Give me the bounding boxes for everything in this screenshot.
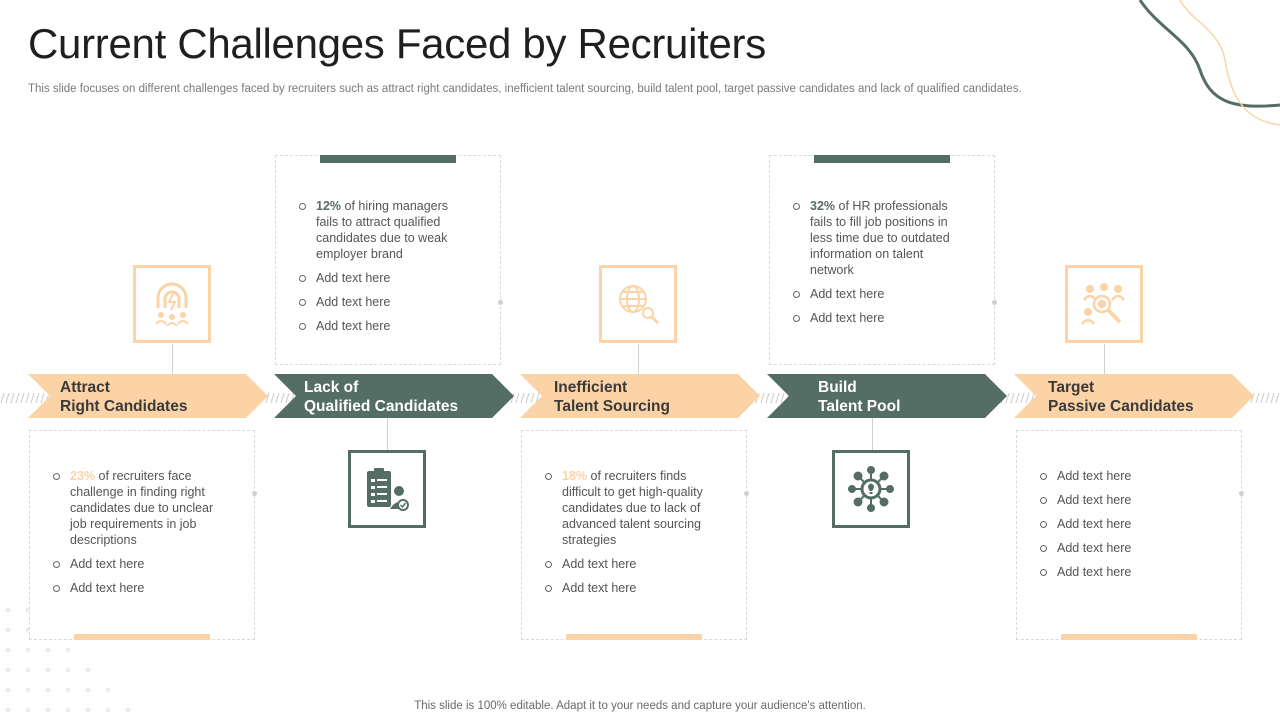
card-dot bbox=[992, 300, 997, 305]
globe-search-icon bbox=[619, 285, 660, 325]
card-dot bbox=[1239, 491, 1244, 496]
list-item: Add text here bbox=[52, 580, 232, 596]
card-dot bbox=[498, 300, 503, 305]
card-accent-bar bbox=[320, 155, 456, 163]
card-target-passive-candidates: Add text here Add text here Add text her… bbox=[1016, 430, 1244, 640]
icon-box-lack bbox=[348, 450, 426, 528]
connector-line bbox=[872, 418, 873, 450]
icon-box-sourcing bbox=[599, 265, 677, 343]
arrow-lack bbox=[274, 374, 514, 418]
decorative-corner-curves bbox=[1138, 0, 1280, 126]
card-build-talent-pool: 32% of HR professionals fails to fill jo… bbox=[769, 155, 997, 365]
list-item: Add text here bbox=[52, 556, 232, 572]
connector-line bbox=[387, 418, 388, 450]
footer-note: This slide is 100% editable. Adapt it to… bbox=[414, 700, 866, 712]
process-arrows bbox=[28, 374, 1254, 418]
list-item: Add text here bbox=[544, 580, 724, 596]
list-item: Add text here bbox=[1039, 468, 1219, 484]
icon-box-attract bbox=[133, 265, 211, 343]
checklist-person-icon bbox=[367, 468, 409, 511]
list-item: 18% of recruiters finds difficult to get… bbox=[544, 468, 724, 548]
connector-line bbox=[172, 344, 173, 374]
connector-line bbox=[638, 344, 639, 374]
card-accent-bar bbox=[814, 155, 950, 163]
list-item: Add text here bbox=[1039, 516, 1219, 532]
icon-box-passive bbox=[1065, 265, 1143, 343]
list-item: Add text here bbox=[298, 270, 468, 286]
list-item: Add text here bbox=[1039, 540, 1219, 556]
list-item: Add text here bbox=[792, 310, 962, 326]
card-accent-bar bbox=[1061, 634, 1197, 640]
card-dot bbox=[744, 491, 749, 496]
network-idea-icon bbox=[848, 466, 894, 512]
icon-box-pool bbox=[832, 450, 910, 528]
list-item: Add text here bbox=[544, 556, 724, 572]
list-item: Add text here bbox=[1039, 492, 1219, 508]
list-item: Add text here bbox=[298, 294, 468, 310]
magnet-people-icon bbox=[155, 282, 189, 326]
arrow-pool bbox=[767, 374, 1007, 418]
list-item: 32% of HR professionals fails to fill jo… bbox=[792, 198, 962, 278]
card-dot bbox=[252, 491, 257, 496]
card-attract-right-candidates: 23% of recruiters face challenge in find… bbox=[29, 430, 257, 640]
connector-line bbox=[1104, 344, 1105, 374]
card-inefficient-talent-sourcing: 18% of recruiters finds difficult to get… bbox=[521, 430, 749, 640]
list-item: 23% of recruiters face challenge in find… bbox=[52, 468, 232, 548]
arrow-sourcing bbox=[520, 374, 760, 418]
list-item: Add text here bbox=[298, 318, 468, 334]
arrow-passive bbox=[1014, 374, 1254, 418]
list-item: Add text here bbox=[1039, 564, 1219, 580]
list-item: 12% of hiring managers fails to attract … bbox=[298, 198, 468, 262]
card-lack-of-qualified: 12% of hiring managers fails to attract … bbox=[275, 155, 503, 365]
list-item: Add text here bbox=[792, 286, 962, 302]
page-title: Current Challenges Faced by Recruiters bbox=[28, 20, 766, 67]
decorative-dot-pattern bbox=[5, 607, 131, 713]
arrow-attract bbox=[28, 374, 268, 418]
card-accent-bar bbox=[74, 634, 210, 640]
target-people-icon bbox=[1081, 283, 1125, 325]
page-subtitle: This slide focuses on different challeng… bbox=[28, 83, 1022, 95]
card-accent-bar bbox=[566, 634, 702, 640]
